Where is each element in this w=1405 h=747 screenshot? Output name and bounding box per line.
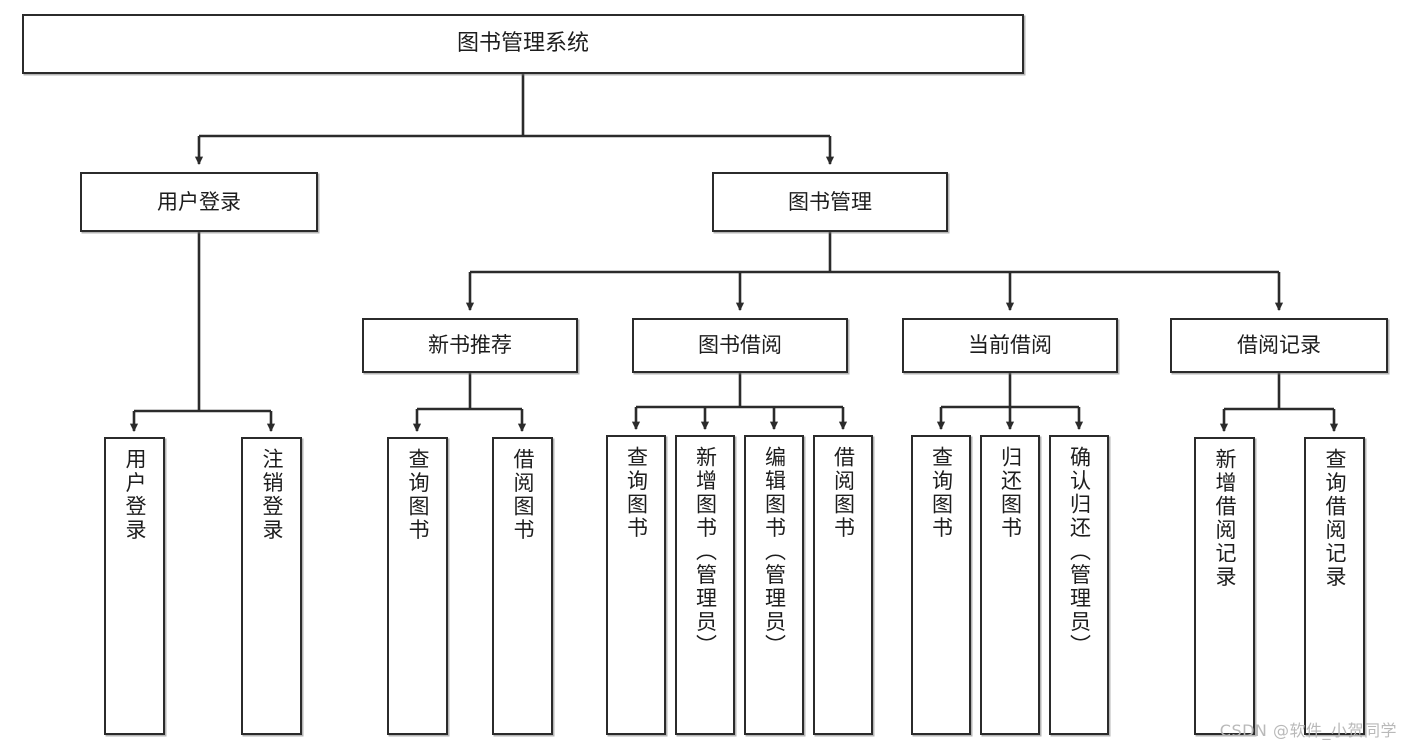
watermark-text: CSDN @软件_小贺同学 bbox=[1219, 721, 1397, 740]
node-label: 归还图书 bbox=[998, 446, 1023, 540]
node-label: 新增图书（管理员） bbox=[693, 446, 718, 658]
node-leaf-edit-book-admin[interactable]: 编辑图书（管理员） bbox=[744, 435, 804, 735]
node-leaf-add-book-admin[interactable]: 新增图书（管理员） bbox=[675, 435, 735, 735]
node-leaf-borrow-book-recommend[interactable]: 借阅图书 bbox=[492, 437, 553, 735]
node-borrow-record[interactable]: 借阅记录 bbox=[1170, 318, 1388, 373]
node-leaf-query-book-current[interactable]: 查询图书 bbox=[911, 435, 971, 735]
node-label: 用户登录 bbox=[157, 189, 241, 214]
node-leaf-query-book-recommend[interactable]: 查询图书 bbox=[387, 437, 448, 735]
node-user-login[interactable]: 用户登录 bbox=[80, 172, 318, 232]
node-leaf-add-borrow-record[interactable]: 新增借阅记录 bbox=[1194, 437, 1255, 735]
node-book-borrow[interactable]: 图书借阅 bbox=[632, 318, 848, 373]
node-leaf-user-login[interactable]: 用户登录 bbox=[104, 437, 165, 735]
node-label: 借阅图书 bbox=[831, 446, 856, 540]
node-label: 查询图书 bbox=[929, 446, 954, 540]
node-label: 用户登录 bbox=[123, 448, 147, 542]
node-leaf-return-book[interactable]: 归还图书 bbox=[980, 435, 1040, 735]
node-label: 新增借阅记录 bbox=[1213, 448, 1237, 589]
node-label: 查询借阅记录 bbox=[1323, 448, 1347, 589]
node-label: 编辑图书（管理员） bbox=[762, 446, 787, 658]
node-label: 图书管理系统 bbox=[456, 31, 589, 57]
node-leaf-borrow-book[interactable]: 借阅图书 bbox=[813, 435, 873, 735]
node-leaf-query-book-borrow[interactable]: 查询图书 bbox=[606, 435, 666, 735]
node-label: 图书借阅 bbox=[698, 333, 782, 358]
node-leaf-logout[interactable]: 注销登录 bbox=[241, 437, 302, 735]
node-leaf-query-borrow-record[interactable]: 查询借阅记录 bbox=[1304, 437, 1365, 735]
node-root-system[interactable]: 图书管理系统 bbox=[22, 14, 1024, 74]
node-current-borrow[interactable]: 当前借阅 bbox=[902, 318, 1118, 373]
node-book-management[interactable]: 图书管理 bbox=[712, 172, 948, 232]
node-label: 当前借阅 bbox=[968, 333, 1052, 358]
node-label: 新书推荐 bbox=[428, 333, 512, 358]
node-label: 借阅记录 bbox=[1237, 333, 1321, 358]
node-label: 查询图书 bbox=[624, 446, 649, 540]
node-label: 图书管理 bbox=[788, 189, 872, 214]
node-label: 注销登录 bbox=[260, 448, 284, 542]
node-label: 查询图书 bbox=[406, 448, 430, 542]
node-label: 借阅图书 bbox=[511, 448, 535, 542]
node-leaf-confirm-return-admin[interactable]: 确认归还（管理员） bbox=[1049, 435, 1109, 735]
node-label: 确认归还（管理员） bbox=[1067, 446, 1092, 658]
node-new-book-recommend[interactable]: 新书推荐 bbox=[362, 318, 578, 373]
